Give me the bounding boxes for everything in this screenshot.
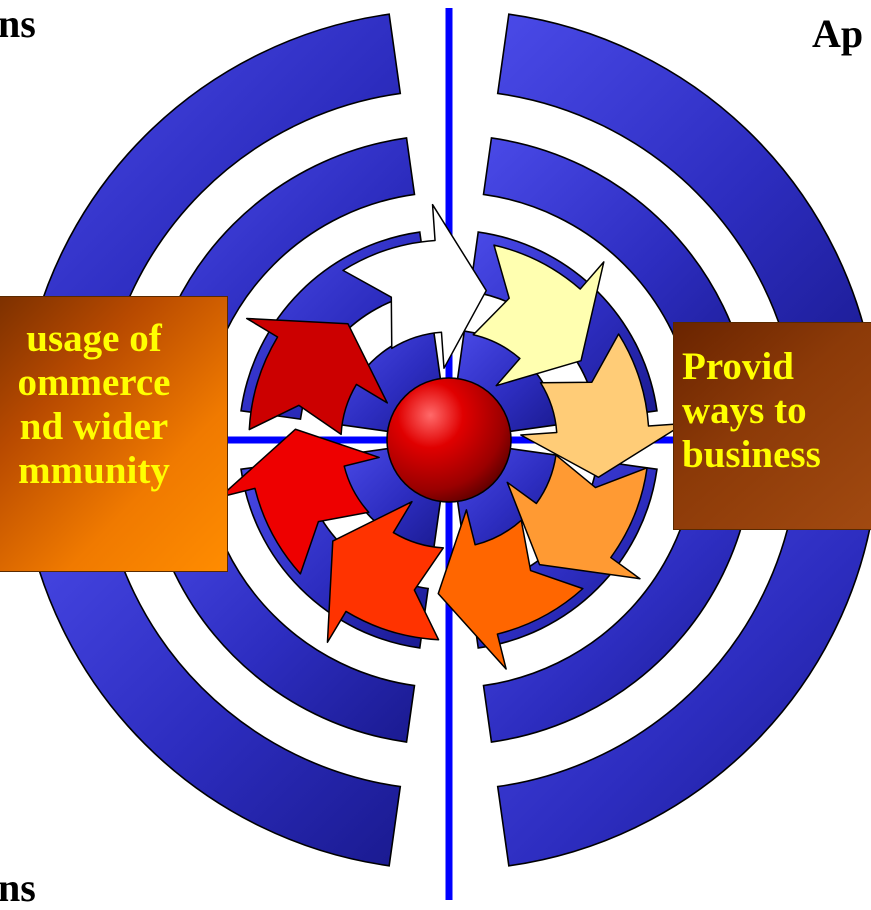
right-box-line: Provid bbox=[682, 345, 794, 388]
cycle-arrows bbox=[219, 203, 686, 670]
cycle-arrow bbox=[437, 509, 584, 670]
left-box-line: usage of bbox=[26, 317, 162, 360]
left-box-line: mmunity bbox=[18, 449, 170, 493]
right-box-line: ways to bbox=[682, 389, 807, 433]
corner-label-top-left: ns bbox=[0, 1, 36, 46]
left-box-line: nd wider bbox=[19, 405, 169, 449]
cycle-arrow bbox=[520, 333, 686, 479]
center-ball bbox=[386, 377, 512, 503]
left-box-line: ommerce bbox=[17, 361, 171, 405]
cycle-arrow bbox=[326, 500, 445, 644]
cycle-arrow bbox=[342, 203, 488, 369]
blue-ring-segment bbox=[496, 13, 871, 393]
blue-ring-segment bbox=[482, 473, 752, 743]
right-text-box: Provid ways to business bbox=[673, 322, 871, 530]
blue-ring-segment bbox=[496, 487, 871, 867]
cycle-arrow bbox=[219, 428, 380, 575]
left-text-box: usage of ommerce nd wider mmunity bbox=[0, 296, 228, 572]
cycle-arrow bbox=[245, 317, 389, 436]
cycle-arrow bbox=[472, 244, 605, 387]
right-box-line: business bbox=[682, 433, 821, 477]
corner-label-top-right: Ap bbox=[812, 11, 864, 56]
cycle-arrow bbox=[506, 454, 648, 580]
corner-label-bottom-left: ns bbox=[0, 865, 36, 910]
